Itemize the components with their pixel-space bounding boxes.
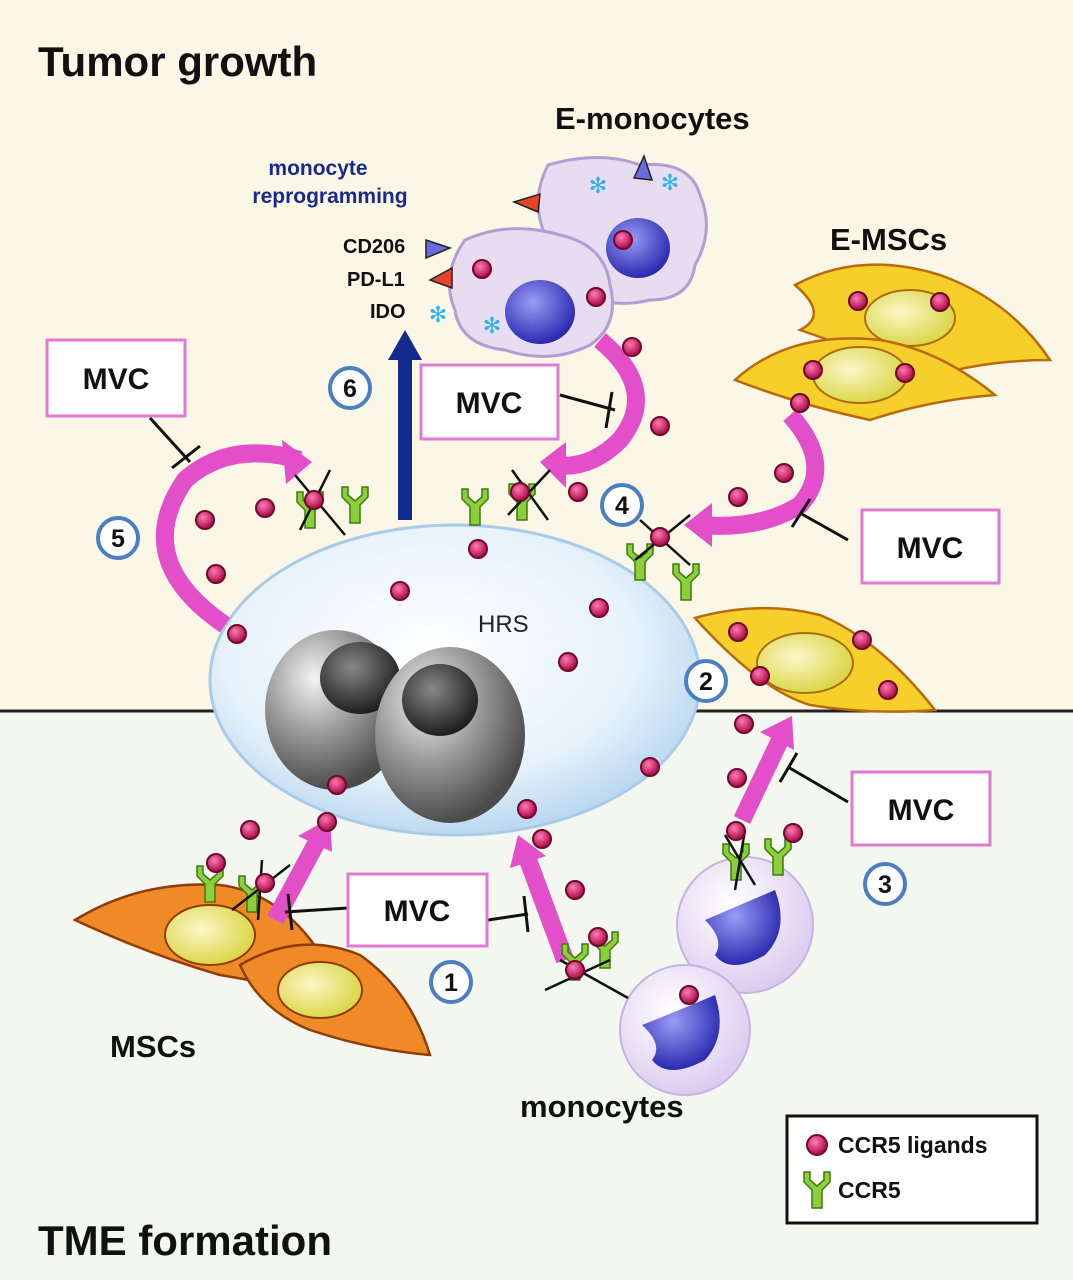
arrow-step-4-emono: [540, 333, 645, 488]
step-4-label: 4: [615, 492, 629, 520]
ido-marker-icon-1: ✻: [429, 302, 447, 327]
mvc-label-2: MVC: [456, 387, 523, 420]
step-2-badge: 2: [684, 659, 728, 703]
step-1-badge: 1: [429, 960, 473, 1004]
monocytes-label: monocytes: [520, 1089, 684, 1124]
e-monocytes-label: E-monocytes: [555, 101, 750, 136]
mscs-label: MSCs: [110, 1029, 196, 1064]
pdl1-marker-icon: [428, 266, 453, 290]
ccr5-ligand-icon: [806, 1134, 828, 1156]
cd206-marker-icon-2: [632, 153, 654, 181]
arrow-step-3: [733, 716, 794, 824]
step-5-label: 5: [111, 525, 125, 553]
marker-cd206-label: CD206: [343, 236, 405, 258]
step-5-badge: 5: [96, 516, 140, 560]
legend: CCR5 ligands CCR5: [785, 1114, 1039, 1225]
e-msc-lower: [692, 606, 938, 713]
arrow-step-4-emsc: [684, 408, 825, 547]
arrow-step-5: [155, 440, 312, 633]
mvc-box-5: MVC: [346, 872, 489, 948]
step-4-badge: 4: [600, 483, 644, 527]
mvc-label-4: MVC: [888, 794, 955, 827]
monocyte-reprogramming-line1: monocyte: [268, 157, 367, 180]
ido-marker-icon-2: ✻: [483, 313, 501, 338]
hrs-cell: HRS: [208, 523, 702, 837]
legend-receptor-label: CCR5: [838, 1177, 901, 1203]
arrow-step-1-monocyte: [510, 835, 574, 964]
e-monocyte-front: [447, 227, 614, 358]
ccr5-ligand-dots: [195, 230, 950, 1005]
step-3-badge: 3: [863, 862, 907, 906]
step-6-badge: 6: [328, 366, 372, 410]
hrs-label: HRS: [478, 611, 529, 638]
legend-ligands-label: CCR5 ligands: [838, 1132, 988, 1158]
mvc-box-3: MVC: [860, 508, 1001, 585]
step-6-label: 6: [343, 375, 357, 403]
mvc-box-2: MVC: [419, 363, 560, 441]
mvc-label-5: MVC: [384, 895, 451, 928]
e-mscs-label: E-MSCs: [830, 222, 947, 257]
msc-cell-front: [238, 943, 432, 1057]
marker-ido-label: IDO: [370, 301, 406, 323]
mvc-box-1: MVC: [45, 338, 187, 418]
monocyte-reprogramming-line2: reprogramming: [252, 185, 407, 208]
mvc-label-1: MVC: [83, 363, 150, 396]
inhibition-bars: [148, 391, 849, 933]
mvc-label-3: MVC: [897, 532, 964, 565]
mvc-box-4: MVC: [850, 770, 992, 847]
monocyte-right: [676, 856, 814, 994]
step-3-label: 3: [878, 871, 892, 899]
tme-formation-title: TME formation: [38, 1217, 332, 1264]
marker-pdl1-label: PD-L1: [347, 269, 405, 291]
cd206-marker-icon: [425, 238, 453, 260]
step-2-label: 2: [699, 668, 713, 696]
tumor-growth-title: Tumor growth: [38, 38, 317, 85]
ido-marker-icon-3: ✻: [589, 173, 607, 198]
monocyte-left: [619, 964, 751, 1096]
arrow-step-6: [388, 330, 422, 520]
pdl1-marker-icon-2: [511, 192, 541, 214]
ido-marker-icon-4: ✻: [661, 170, 679, 195]
step-1-label: 1: [444, 969, 458, 997]
